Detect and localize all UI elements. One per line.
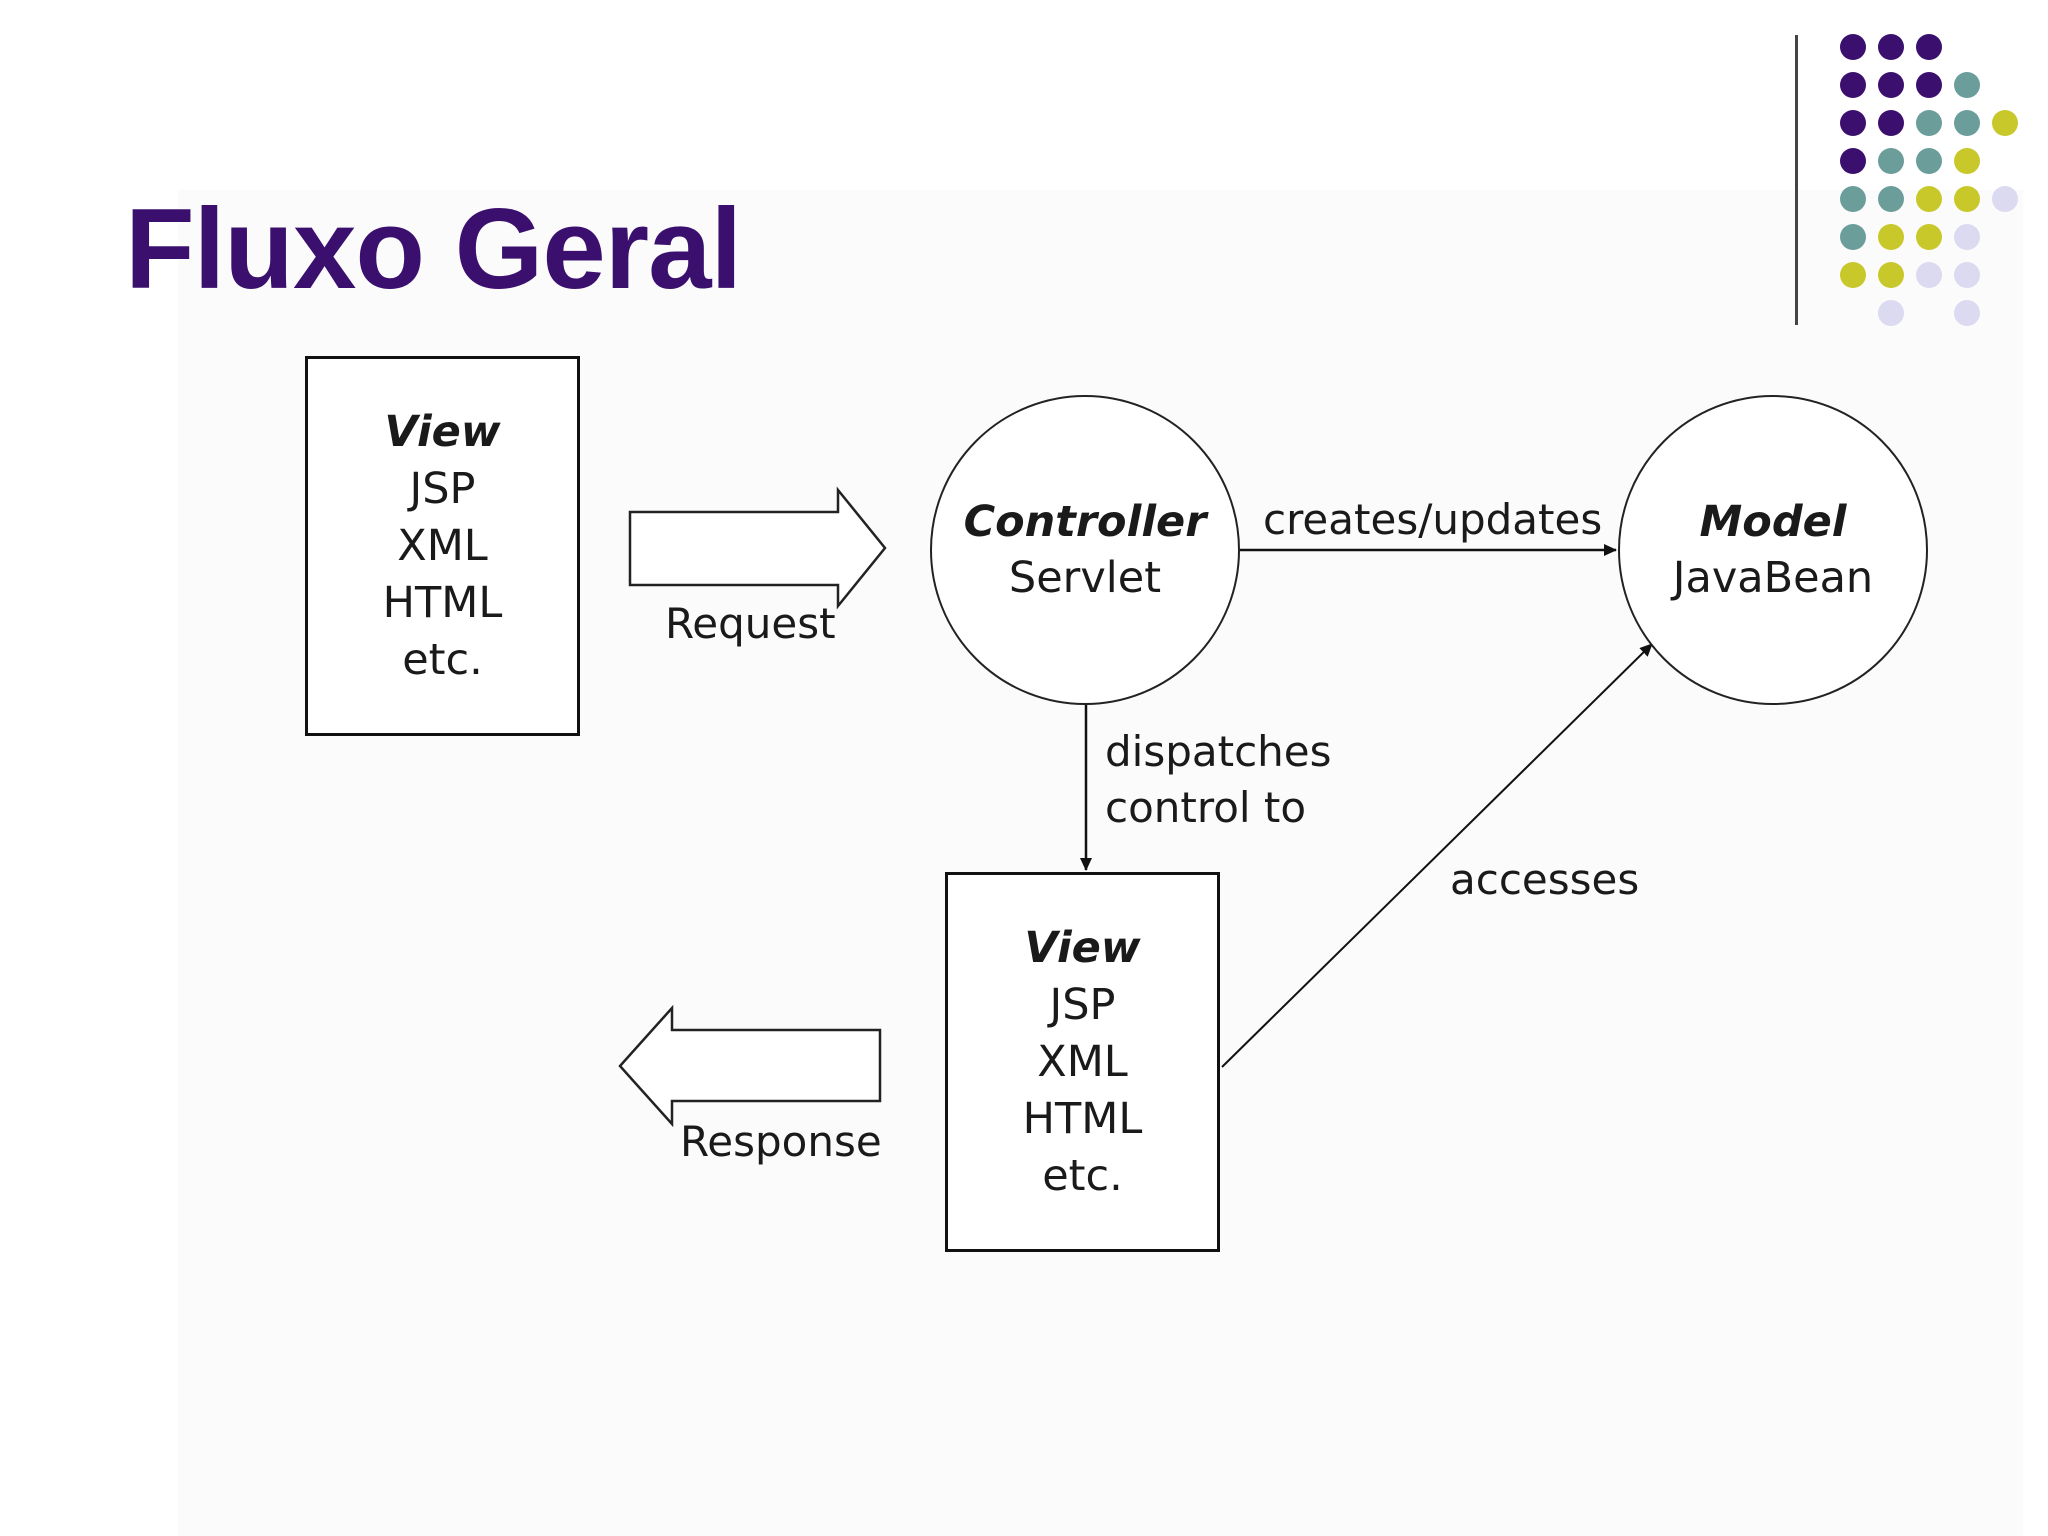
decorative-dot — [1916, 110, 1942, 136]
decorative-dot — [1954, 110, 1980, 136]
view-bottom-line-jsp: JSP — [1049, 979, 1116, 1030]
decorative-dot — [1916, 148, 1942, 174]
decorative-dot — [1954, 262, 1980, 288]
view-top-line-xml: XML — [397, 520, 488, 571]
accesses-arrow — [1221, 643, 1653, 1068]
decorative-dot — [1878, 34, 1904, 60]
view-box-bottom: View JSP XML HTML etc. — [945, 872, 1220, 1252]
decorative-dot — [1878, 300, 1904, 326]
decorative-dot — [1878, 186, 1904, 212]
response-label: Response — [680, 1117, 882, 1166]
decorative-dot — [1916, 186, 1942, 212]
request-label: Request — [665, 599, 836, 648]
decorative-dot — [1916, 262, 1942, 288]
view-bottom-line-xml: XML — [1037, 1036, 1128, 1087]
view-bottom-line-html: HTML — [1022, 1093, 1143, 1144]
decorative-dot — [1840, 34, 1866, 60]
model-subtitle: JavaBean — [1672, 553, 1874, 603]
accesses-label: accesses — [1450, 855, 1640, 904]
decorative-dot — [1954, 224, 1980, 250]
decorative-dot — [1840, 72, 1866, 98]
decorative-dot — [1840, 186, 1866, 212]
controller-title: Controller — [963, 497, 1207, 547]
decorative-dot — [1916, 224, 1942, 250]
view-top-line-html: HTML — [382, 577, 503, 628]
decorative-dot — [1954, 148, 1980, 174]
view-top-title: View — [384, 406, 501, 457]
view-bottom-title: View — [1024, 922, 1141, 973]
decorative-dot — [1954, 72, 1980, 98]
title-divider — [1795, 35, 1798, 325]
decorative-dot — [1840, 110, 1866, 136]
controller-subtitle: Servlet — [1008, 553, 1162, 603]
decorative-dot — [1840, 262, 1866, 288]
view-top-line-jsp: JSP — [409, 463, 476, 514]
controller-node: Controller Servlet — [930, 395, 1240, 705]
decorative-dot — [1954, 186, 1980, 212]
decorative-dot — [1840, 224, 1866, 250]
model-node: Model JavaBean — [1618, 395, 1928, 705]
decorative-dot — [1992, 186, 2018, 212]
decorative-dot — [1878, 224, 1904, 250]
response-arrow — [618, 1004, 882, 1128]
decorative-dot — [1878, 148, 1904, 174]
decorative-dot — [1992, 110, 2018, 136]
dispatches-label-line2: control to — [1105, 783, 1307, 832]
view-top-line-etc: etc. — [402, 634, 483, 685]
dispatches-label-line1: dispatches — [1105, 727, 1332, 776]
request-arrow — [628, 486, 887, 610]
view-bottom-line-etc: etc. — [1042, 1150, 1123, 1201]
creates-updates-label: creates/updates — [1263, 495, 1603, 544]
decorative-dot — [1878, 72, 1904, 98]
decorative-dot — [1916, 34, 1942, 60]
decorative-dot — [1878, 110, 1904, 136]
decorative-dot — [1916, 72, 1942, 98]
decorative-dot — [1878, 262, 1904, 288]
model-title: Model — [1699, 497, 1847, 547]
decorative-dot — [1954, 300, 1980, 326]
slide-title: Fluxo Geral — [125, 186, 742, 313]
view-box-top: View JSP XML HTML etc. — [305, 356, 580, 736]
decorative-dot — [1840, 148, 1866, 174]
